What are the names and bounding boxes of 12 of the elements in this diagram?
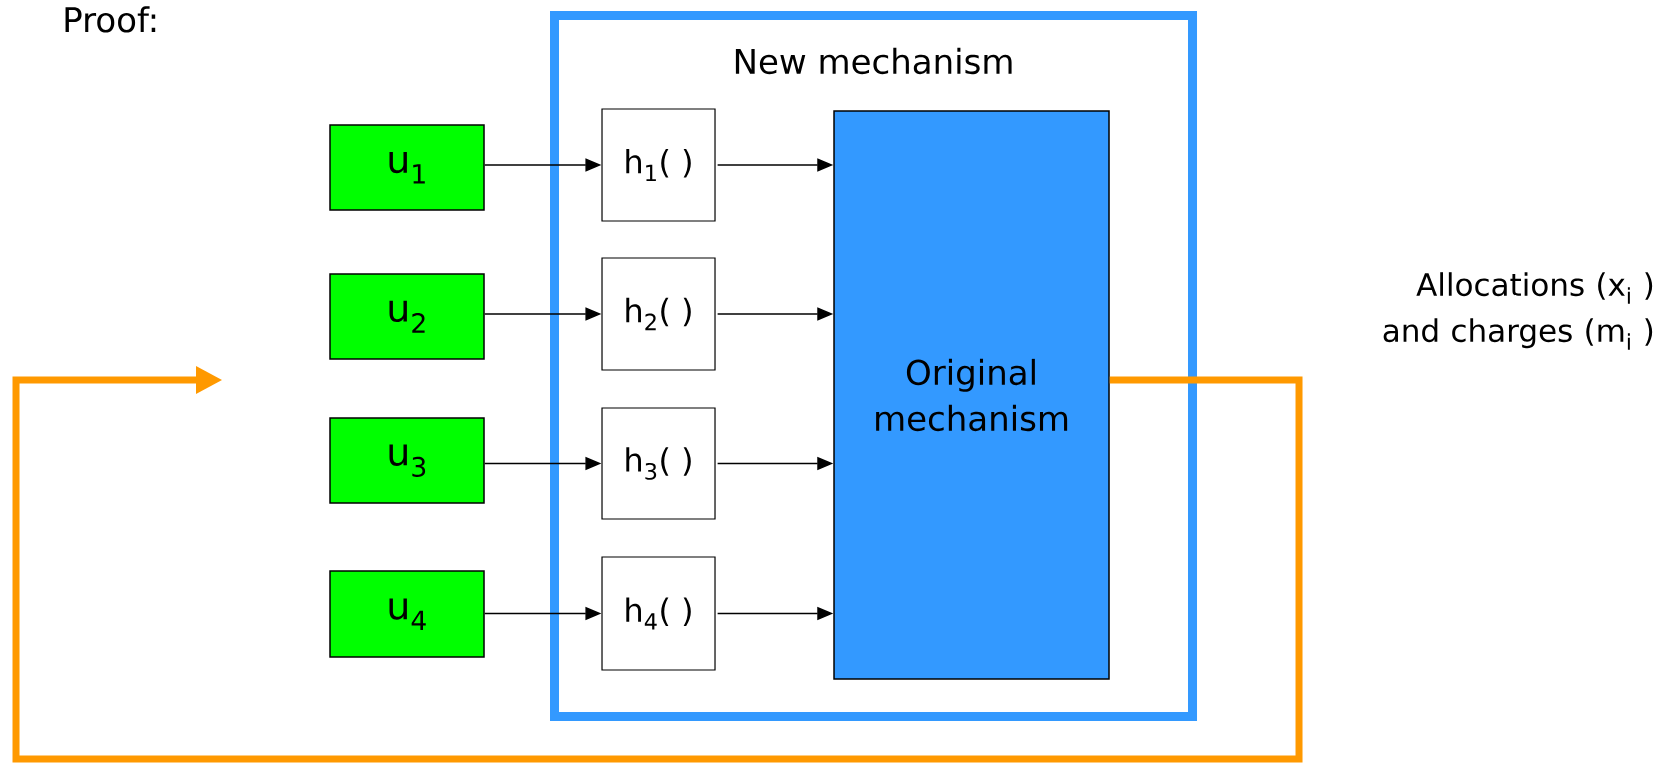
feedback-arrow (12, 366, 1303, 763)
function-box: h$_{1}$( ) (601, 108, 716, 222)
function-box: h$_{3}$( ) (601, 407, 716, 520)
input-box: u$_{2}$ (329, 273, 485, 360)
input-box: u$_{4}$ (329, 570, 485, 658)
function-box: h$_{4}$( ) (601, 556, 716, 671)
heading: Proof: (65, 6, 156, 33)
input-box: u$_{1}$ (329, 124, 485, 211)
output-text: Allocations (x$_{i}$ ) and charges (m$_{i}$ ) (1383, 272, 1653, 350)
function-box: h$_{2}$( ) (601, 257, 716, 371)
mechanism-box: Original mechanism (833, 110, 1110, 680)
input-box: u$_{3}$ (329, 417, 485, 504)
